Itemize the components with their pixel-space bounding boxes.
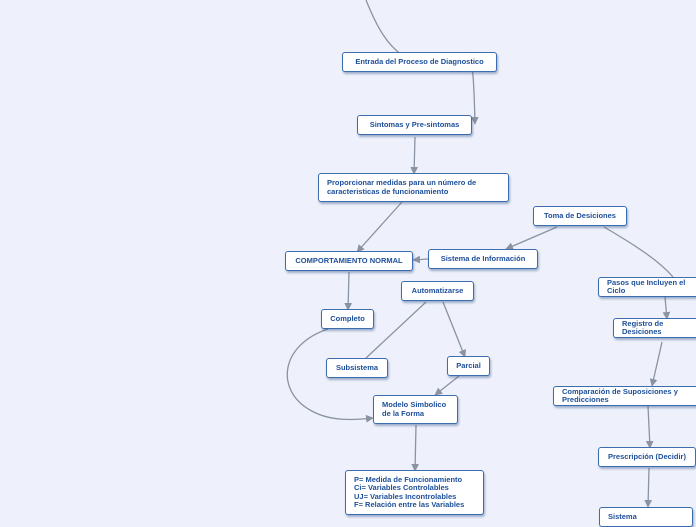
edge-proporcionar-to-comportamiento — [356, 201, 403, 253]
node-label: Sistema de Información — [440, 253, 526, 263]
edge-registro-to-comparacion — [649, 341, 663, 387]
edge-sistema-info-to-comportamiento — [412, 255, 429, 264]
node-formula[interactable]: P= Medida de Funcionamiento Ci= Variable… — [345, 470, 484, 515]
node-prescripcion[interactable]: Prescripción (Decidir) — [598, 447, 696, 467]
node-label: COMPORTAMIENTO NORMAL — [295, 255, 403, 265]
node-label: Prescripción (Decidir) — [608, 451, 686, 461]
node-sistema[interactable]: Sistema — [599, 507, 693, 527]
node-registro-desiciones[interactable]: Registro de Desiciones — [613, 318, 696, 338]
node-label: Registro de Desiciones — [622, 318, 664, 336]
node-subsistema[interactable]: Subsistema — [326, 358, 388, 378]
node-label: Proporcionar medidas para un número de c… — [327, 178, 477, 196]
node-proporcionar[interactable]: Proporcionar medidas para un número de c… — [318, 173, 509, 202]
edge-automatizarse-to-parcial — [442, 301, 467, 358]
edge-pasos-to-registro — [662, 296, 671, 320]
node-label: Sintomas y Pre-sintomas — [369, 119, 460, 129]
node-label: Sistema — [608, 511, 637, 521]
edge-prescripcion-to-sistema — [644, 467, 653, 508]
node-label: Comparación de Suposiciones y Prediccion… — [562, 386, 678, 404]
node-label: Completo — [330, 313, 365, 323]
node-comportamiento[interactable]: COMPORTAMIENTO NORMAL — [285, 251, 413, 271]
node-comparacion[interactable]: Comparación de Suposiciones y Prediccion… — [553, 386, 696, 406]
edge-sintomas-to-proporcionar — [410, 136, 419, 175]
edge-comparacion-to-prescripcion — [645, 405, 654, 449]
edge-parcial-to-modelo — [434, 375, 460, 396]
node-label: Parcial — [456, 360, 481, 370]
edge-comportamiento-to-completo — [344, 271, 353, 311]
node-pasos-ciclo[interactable]: Pasos que Incluyen el Ciclo — [598, 277, 696, 297]
node-label: Entrada del Proceso de Diagnostico — [355, 56, 484, 66]
edge-automatizarse-to-subsistema — [365, 301, 427, 359]
node-label: Automatizarse — [411, 285, 464, 295]
node-sintomas[interactable]: Sintomas y Pre-sintomas — [357, 115, 472, 135]
node-toma-desiciones[interactable]: Toma de Desiciones — [533, 206, 627, 226]
node-label: Subsistema — [335, 362, 379, 372]
edge-completo-to-modelo — [286, 328, 374, 423]
node-automatizarse[interactable]: Automatizarse — [401, 281, 474, 301]
edge-top-to-entrada — [365, 0, 403, 56]
edge-toma-to-pasos — [603, 226, 674, 278]
node-completo[interactable]: Completo — [321, 309, 374, 329]
node-label: Modelo Simbolico de la Forma — [382, 400, 447, 418]
node-label: P= Medida de Funcionamiento Ci= Variable… — [354, 474, 465, 509]
edge-modelo-to-formula — [411, 424, 420, 472]
node-label: Pasos que Incluyen el Ciclo — [607, 277, 686, 295]
edge-toma-to-sistema-info — [505, 226, 558, 250]
node-entrada[interactable]: Entrada del Proceso de Diagnostico — [342, 52, 497, 72]
node-modelo-simbolico[interactable]: Modelo Simbolico de la Forma — [373, 395, 458, 424]
node-sistema-informacion[interactable]: Sistema de Información — [428, 249, 538, 269]
node-label: Toma de Desiciones — [544, 210, 616, 220]
node-parcial[interactable]: Parcial — [447, 356, 490, 376]
